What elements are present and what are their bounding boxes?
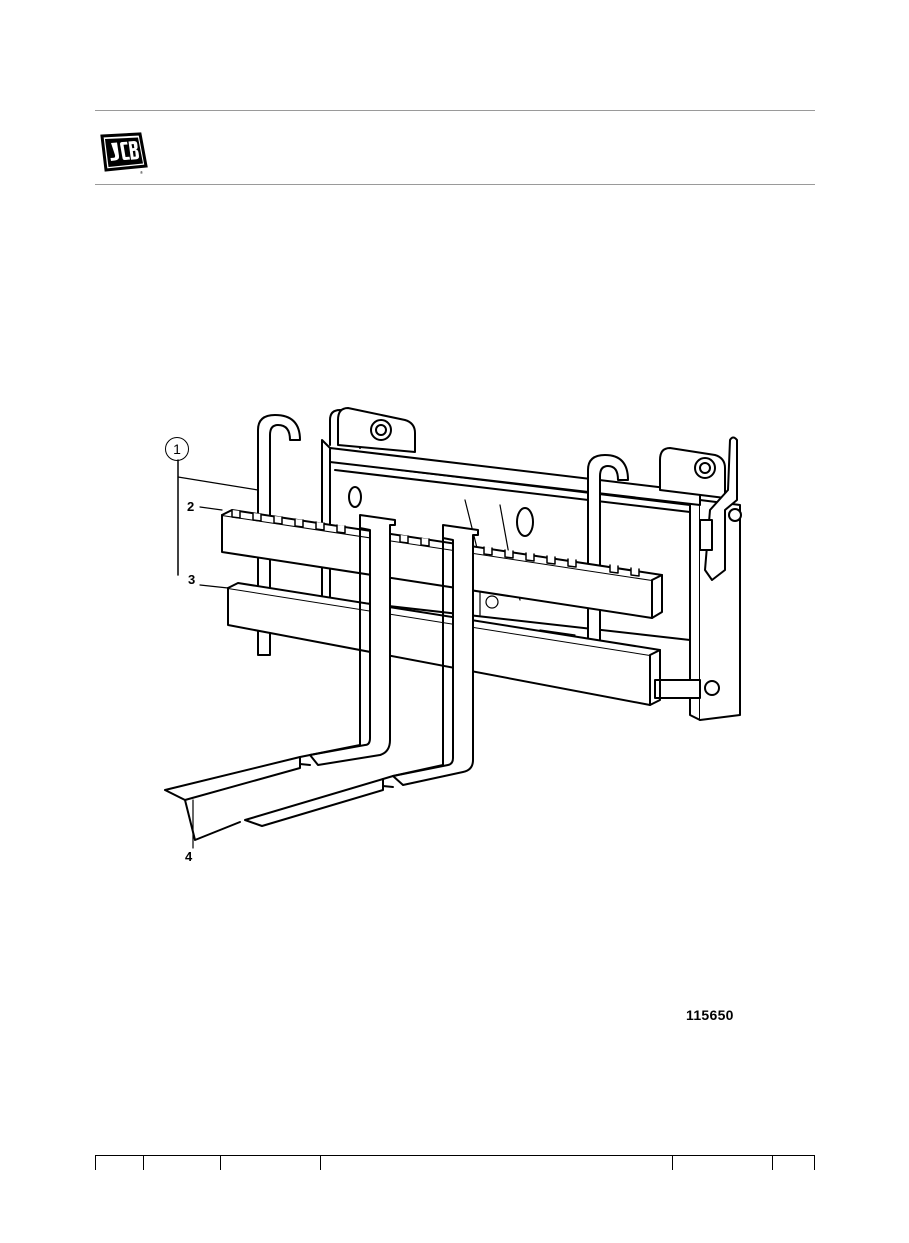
footer-cell xyxy=(320,1156,672,1170)
callout-2: 2 xyxy=(187,499,195,514)
footer-cell xyxy=(220,1156,320,1170)
header-top-rule xyxy=(95,110,815,111)
figure-number: 115650 xyxy=(686,1007,734,1023)
callout-4: 4 xyxy=(185,849,193,864)
footer-cell xyxy=(95,1156,143,1170)
callout-3: 3 xyxy=(188,572,196,587)
jcb-logo: ® xyxy=(96,132,148,176)
callout-1: 1 xyxy=(165,437,189,461)
footer-cell xyxy=(143,1156,220,1170)
footer-cell xyxy=(672,1156,772,1170)
footer-cell xyxy=(772,1156,815,1170)
svg-text:®: ® xyxy=(140,170,143,175)
fork-carriage-illustration xyxy=(150,395,760,875)
header-bottom-rule xyxy=(95,184,815,185)
footer-table xyxy=(95,1155,815,1170)
